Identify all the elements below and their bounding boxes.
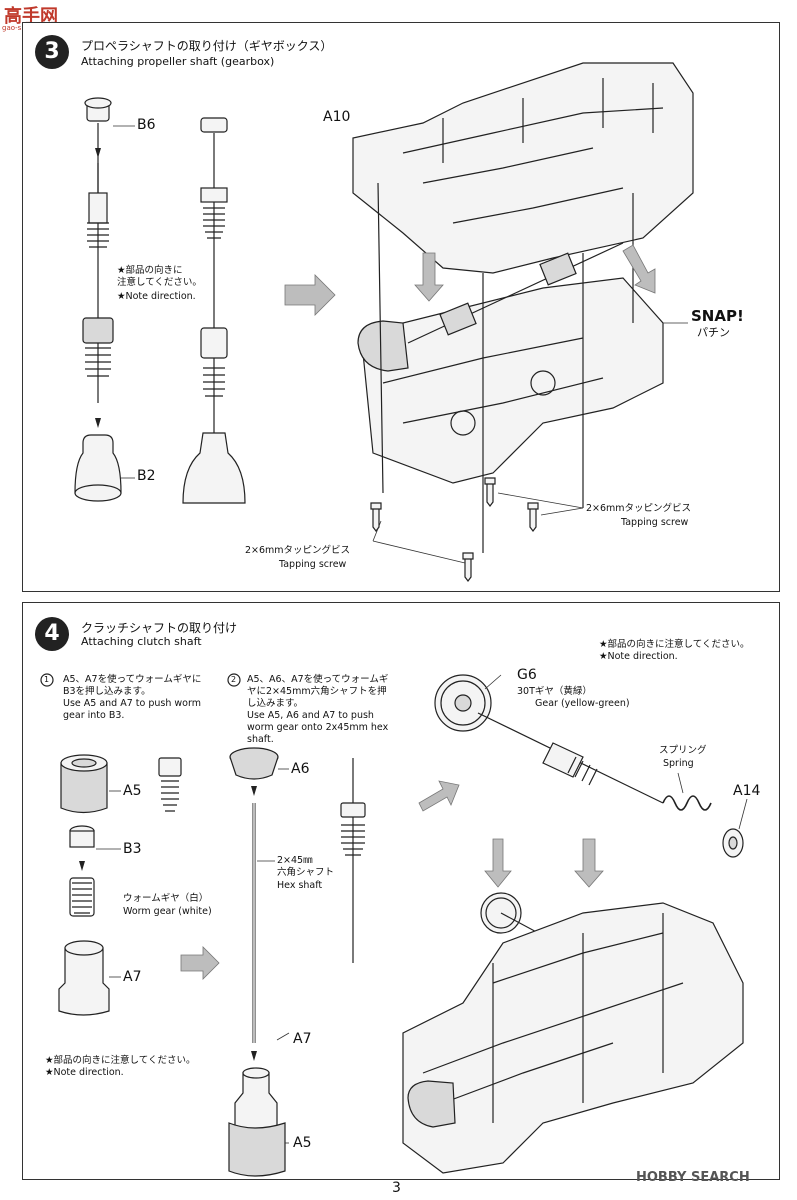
part-a6 (229, 747, 289, 796)
part-label-a5-b: A5 (293, 1135, 312, 1151)
sub-step-1-jp: A5、A7を使ってウォームギヤに B3を押し込みます。 (63, 674, 202, 697)
hex-shaft-2x45mm (251, 803, 275, 1061)
step-3-illustration (74, 62, 694, 582)
step-4-title-jp: クラッチシャフトの取り付け (81, 621, 238, 635)
screw-label-bottom-jp: 2×6mmタッピングビス (245, 545, 351, 556)
spring (662, 772, 712, 811)
step-3-note-jp: ★部品の向きに 注意してください。 (117, 265, 202, 288)
part-a5 (60, 754, 121, 814)
sub-step-2-number: 2 (231, 675, 237, 684)
part-label-a5: A5 (123, 783, 142, 799)
worm-gear-label-en: Worm gear (white) (123, 906, 212, 917)
sub-step-1-number: 1 (44, 675, 50, 684)
page-number: 3 (392, 1180, 401, 1196)
step-4-panel: 4 クラッチシャフトの取り付け Attaching clutch shaft (22, 602, 780, 1180)
direction-arrow-mid (418, 780, 460, 812)
direction-arrow (284, 274, 336, 316)
part-label-b2: B2 (137, 468, 156, 484)
step-3-title-jp: プロペラシャフトの取り付け（ギヤボックス） (81, 39, 333, 53)
gearbox-lower (402, 892, 744, 1174)
worm-gear-label-jp: ウォームギヤ（白） (123, 893, 209, 904)
part-label-b3: B3 (123, 841, 142, 857)
step-4-illustration (40, 673, 748, 1177)
part-label-a14: A14 (733, 783, 761, 799)
hex-shaft-label-en: Hex shaft (277, 880, 323, 891)
step-4-note-top-en: ★Note direction. (599, 651, 678, 662)
step-3-note-en: ★Note direction. (117, 291, 196, 302)
part-label-a10: A10 (323, 109, 351, 125)
step-4-number: 4 (35, 617, 69, 651)
screw-label-right-jp: 2×6mmタッピングビス (586, 503, 692, 514)
step-3-number: 3 (35, 35, 69, 69)
clutch-shaft (477, 712, 664, 804)
watermark-source: HOBBY SEARCH (636, 1170, 750, 1185)
part-label-g6: G6 (517, 667, 537, 683)
watermark-logo-text: 高手网 (4, 6, 58, 27)
screw-label-right-en: Tapping screw (621, 517, 689, 528)
step-4-note-top-jp: ★部品の向きに注意してください。 (599, 639, 750, 650)
worm-on-shaft (340, 758, 366, 963)
step-3-title-en: Attaching propeller shaft (gearbox) (81, 55, 275, 68)
hex-shaft-label-jp: 2×45㎜ 六角シャフト (277, 855, 335, 878)
part-b3 (69, 825, 121, 871)
shaft-assembly-right (182, 117, 246, 504)
part-a7-a5-stack (228, 1032, 290, 1177)
sub-step-2-jp: A5、A6、A7を使ってウォームギ ヤに2×45mm六角シャフトを押 し込みます… (247, 674, 389, 709)
spring-label-jp: スプリング (659, 745, 707, 756)
gear-label-jp: 30Tギヤ（黄緑） (517, 686, 592, 697)
step-4-title-en: Attaching clutch shaft (81, 635, 202, 648)
step-3-panel: 3 プロペラシャフトの取り付け（ギヤボックス） Attaching propel… (22, 22, 780, 592)
step-4-note-bottom: ★部品の向きに注意してください。 ★Note direction. (35, 1049, 196, 1079)
part-label-b6: B6 (137, 117, 156, 133)
worm-gear-white (69, 877, 95, 917)
spring-label-en: Spring (663, 758, 694, 769)
gearbox (352, 62, 694, 553)
gear-g6 (434, 674, 502, 732)
step-4-note-bottom-en: ★Note direction. (45, 1067, 124, 1078)
sub-step-1-en: Use A5 and A7 to push worm gear into B3. (63, 698, 201, 721)
screw-label-bottom-en: Tapping screw (279, 559, 347, 570)
worm-gear-small (158, 757, 182, 812)
part-a7 (58, 940, 121, 1016)
snap-label: SNAP! (691, 307, 744, 325)
tapping-screws (370, 477, 584, 582)
shaft-assembly-left (74, 97, 135, 502)
part-label-a6: A6 (291, 761, 310, 777)
snap-label-jp: パチン (697, 326, 730, 339)
part-a14 (722, 798, 748, 858)
gear-label-en: Gear (yellow-green) (535, 698, 630, 709)
part-label-a7-b: A7 (293, 1031, 312, 1047)
step-4-note-bottom-jp: ★部品の向きに注意してください。 (45, 1055, 196, 1066)
sub-step-2-en: Use A5, A6 and A7 to push worm gear onto… (247, 710, 389, 745)
step-4-note-top: ★部品の向きに注意してください。 ★Note direction. (589, 633, 750, 663)
direction-arrow-small (180, 946, 220, 980)
part-label-a7: A7 (123, 969, 142, 985)
